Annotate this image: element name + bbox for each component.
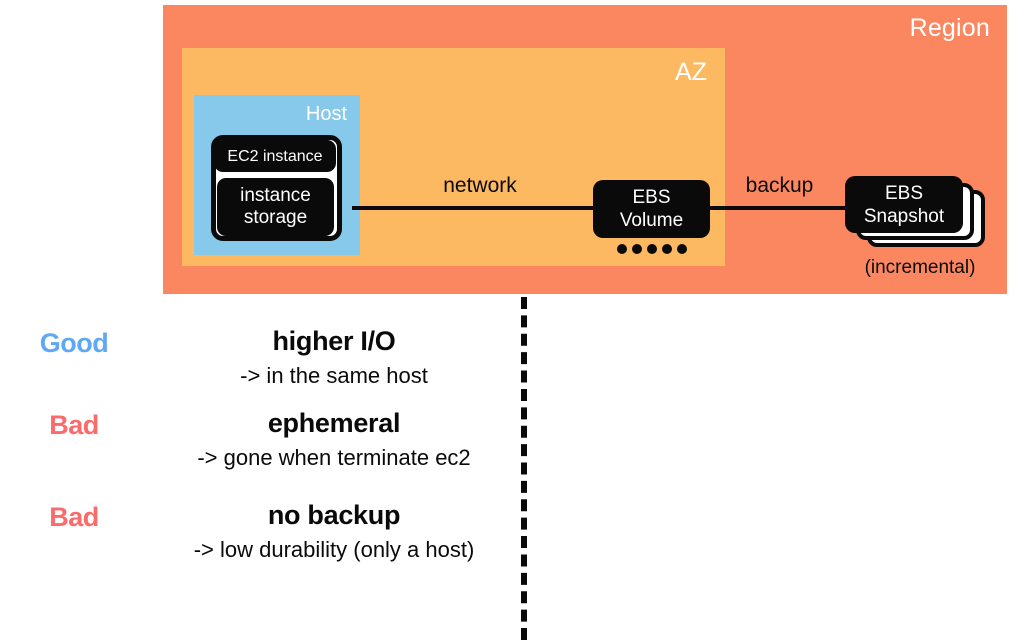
dot-icon [616,244,627,254]
backup-connector-line [707,206,849,210]
node-ebs-volume: EBS Volume [593,180,710,238]
note-detail: -> in the same host [240,363,428,388]
note-title: higher I/O [272,326,396,356]
availability-zone-label: AZ [675,58,707,86]
dot-icon [631,244,642,254]
status-badge: Good [39,328,109,358]
node-ebs-snapshot-label-line1: EBS [884,182,924,204]
dot-icon [646,244,657,254]
node-ebs-volume-label-line2: Volume [619,210,684,231]
note-title: no backup [267,500,401,530]
node-ebs-snapshot-label-line2: Snapshot [863,205,945,227]
node-ebs-snapshot: EBS Snapshot [845,176,990,248]
node-instance-storage-label-line1: instance [240,185,311,206]
vertical-dashed-divider [521,297,527,640]
status-badge: Bad [49,410,99,440]
ebs-snapshot-caption: (incremental) [864,257,976,278]
note-detail: -> low durability (only a host) [193,537,475,562]
host-label: Host [305,103,347,125]
network-connector-line [352,206,596,210]
note-title: ephemeral [267,408,401,438]
snapshot-sheet-front: EBS Snapshot [845,176,963,233]
node-ec2-instance: EC2 instance [214,140,336,172]
dot-icon [676,244,687,254]
dot-icon [661,244,672,254]
node-instance-storage-label-line2: storage [243,207,308,228]
note-detail: -> gone when terminate ec2 [197,445,471,470]
network-connector-label: network [443,174,517,197]
pros-cons-list: Good higher I/O -> in the same host Bad … [0,300,520,640]
backup-connector-label: backup [745,174,814,197]
ebs-volume-dots-icon [593,242,710,256]
node-ebs-volume-label-line1: EBS [632,187,671,208]
node-instance-storage: instance storage [217,178,334,236]
status-badge: Bad [49,502,99,532]
node-ec2-instance-label: EC2 instance [227,147,323,165]
region-label: Region [909,14,990,42]
